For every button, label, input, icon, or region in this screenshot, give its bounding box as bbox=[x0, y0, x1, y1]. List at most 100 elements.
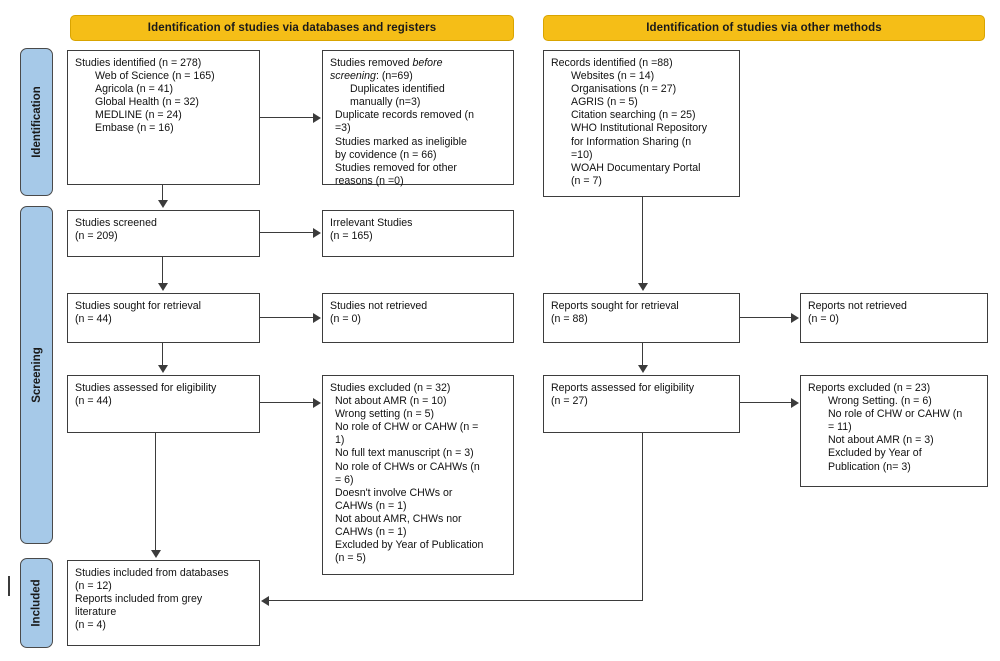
line: Excluded by Year of Publication bbox=[335, 539, 484, 552]
connector-records-to-reports-sought bbox=[642, 197, 644, 284]
connector-reports-assessed-down bbox=[642, 433, 644, 601]
line: Wrong Setting. (n = 6) bbox=[828, 395, 932, 408]
header-databases-registers-label: Identification of studies via databases … bbox=[147, 22, 437, 34]
line: Reports sought for retrieval bbox=[551, 300, 679, 312]
stage-label-screening: Screening bbox=[30, 347, 43, 403]
arrow-sought-to-not-retrieved bbox=[313, 313, 321, 323]
line: AGRIS (n = 5) bbox=[571, 96, 638, 109]
connector-sought-to-assessed bbox=[162, 343, 164, 366]
arrow-reports-sought-to-assessed bbox=[638, 365, 648, 373]
line: (n = 0) bbox=[330, 313, 361, 326]
line: (n = 44) bbox=[75, 395, 112, 408]
arrow-assessed-to-included bbox=[151, 550, 161, 558]
stage-bar-included: Included bbox=[20, 558, 53, 648]
margin-tick-mark bbox=[8, 576, 10, 596]
connector-assessed-to-excluded bbox=[260, 402, 314, 404]
connector-screened-to-irrelevant bbox=[260, 232, 314, 234]
line: Wrong setting (n = 5) bbox=[335, 408, 435, 421]
line: 1) bbox=[335, 434, 345, 447]
line: Studies assessed for eligibility bbox=[75, 382, 217, 394]
line: No role of CHWs or CAHWs (n bbox=[335, 460, 480, 473]
line-text: : (n=69) bbox=[375, 70, 413, 83]
arrow-reports-assessed-to-excluded bbox=[791, 398, 799, 408]
line: Organisations (n = 27) bbox=[571, 83, 677, 96]
line: No full text manuscript (n = 3) bbox=[335, 447, 474, 460]
box-studies-included-final: Studies included from databases (n = 12)… bbox=[67, 560, 260, 646]
line-text-italic: screening bbox=[330, 70, 376, 83]
line: for Information Sharing (n bbox=[571, 135, 692, 148]
box-studies-not-retrieved: Studies not retrieved (n = 0) bbox=[322, 293, 514, 343]
line: literature bbox=[75, 606, 117, 619]
line: Records identified (n =88) bbox=[551, 57, 673, 69]
box-irrelevant-studies: Irrelevant Studies (n = 165) bbox=[322, 210, 514, 257]
arrow-identified-to-removed bbox=[313, 113, 321, 123]
arrow-reports-assessed-to-included bbox=[261, 596, 269, 606]
line: CAHWs (n = 1) bbox=[335, 526, 407, 539]
arrow-identified-to-screened bbox=[158, 200, 168, 208]
line: Not about AMR (n = 3) bbox=[828, 434, 934, 447]
line: MEDLINE (n = 24) bbox=[95, 109, 182, 122]
arrow-screened-to-irrelevant bbox=[313, 228, 321, 238]
arrow-assessed-to-excluded bbox=[313, 398, 321, 408]
box-studies-sought-for-retrieval: Studies sought for retrieval (n = 44) bbox=[67, 293, 260, 343]
line: Reports not retrieved bbox=[808, 300, 907, 312]
line: (n = 209) bbox=[75, 230, 118, 243]
connector-reports-sought-to-not-retrieved bbox=[740, 317, 792, 319]
line: Not about AMR (n = 10) bbox=[335, 395, 447, 408]
stage-bar-identification: Identification bbox=[20, 48, 53, 196]
line: No role of CHW or CAHW (n bbox=[828, 408, 963, 421]
connector-reports-assessed-to-excluded bbox=[740, 402, 792, 404]
line: Global Health (n = 32) bbox=[95, 96, 199, 109]
line-text: Studies removed bbox=[330, 57, 413, 69]
arrow-reports-sought-to-not-retrieved bbox=[791, 313, 799, 323]
box-records-identified-other-methods: Records identified (n =88) Websites (n =… bbox=[543, 50, 740, 197]
line: Doesn't involve CHWs or bbox=[335, 486, 453, 499]
line: Agricola (n = 41) bbox=[95, 83, 174, 96]
line: Studies not retrieved bbox=[330, 300, 428, 312]
line: Embase (n = 16) bbox=[95, 122, 174, 135]
line: Studies marked as ineligible bbox=[335, 135, 467, 148]
line: Studies screened bbox=[75, 217, 157, 229]
line: Not about AMR, CHWs nor bbox=[335, 512, 462, 525]
connector-identified-to-removed bbox=[260, 117, 314, 119]
line: =3) bbox=[335, 122, 351, 135]
arrow-records-to-reports-sought bbox=[638, 283, 648, 291]
box-reports-sought-for-retrieval: Reports sought for retrieval (n = 88) bbox=[543, 293, 740, 343]
line: Duplicates identified bbox=[350, 83, 445, 96]
stage-label-included: Included bbox=[30, 579, 43, 627]
arrow-sought-to-assessed bbox=[158, 365, 168, 373]
line: (n = 44) bbox=[75, 313, 112, 326]
line: Studies excluded (n = 32) bbox=[330, 382, 451, 394]
line: manually (n=3) bbox=[350, 96, 421, 109]
line: Studies included from databases bbox=[75, 567, 229, 579]
line: (n = 165) bbox=[330, 230, 373, 243]
box-studies-removed-before-screening: Studies removed before screening: (n=69)… bbox=[322, 50, 514, 187]
line: No role of CHW or CAHW (n = bbox=[335, 421, 479, 434]
line: (n = 27) bbox=[551, 395, 588, 408]
line: Studies removed before bbox=[330, 57, 506, 70]
line: WOAH Documentary Portal bbox=[571, 161, 701, 174]
line: (n = 4) bbox=[75, 619, 106, 632]
connector-sought-to-not-retrieved bbox=[260, 317, 314, 319]
line: Publication (n= 3) bbox=[828, 460, 911, 473]
connector-screened-to-sought bbox=[162, 257, 164, 284]
line: = 6) bbox=[335, 473, 354, 486]
line: (n = 0) bbox=[808, 313, 839, 326]
line: =10) bbox=[571, 148, 593, 161]
line: Reports included from grey bbox=[75, 593, 203, 606]
header-databases-registers: Identification of studies via databases … bbox=[70, 15, 514, 41]
box-studies-screened: Studies screened (n = 209) bbox=[67, 210, 260, 257]
line: Excluded by Year of bbox=[828, 447, 922, 460]
line: reasons (n =0) bbox=[335, 174, 404, 187]
line: Studies removed for other bbox=[335, 161, 457, 174]
line: Reports assessed for eligibility bbox=[551, 382, 695, 394]
line: screening: (n=69) bbox=[330, 70, 506, 83]
line: Studies sought for retrieval bbox=[75, 300, 202, 312]
line: Citation searching (n = 25) bbox=[571, 109, 696, 122]
header-other-methods-label: Identification of studies via other meth… bbox=[646, 22, 882, 34]
line: (n = 5) bbox=[335, 552, 366, 565]
line: WHO Institutional Repository bbox=[571, 122, 708, 135]
connector-identified-to-screened bbox=[162, 185, 164, 201]
stage-bar-screening: Screening bbox=[20, 206, 53, 544]
